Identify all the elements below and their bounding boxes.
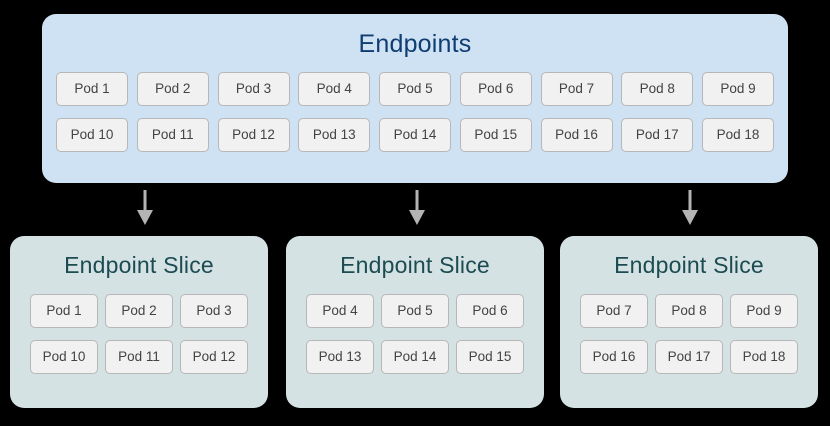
pod-chip[interactable]: Pod 8 (621, 72, 694, 106)
pod-chip[interactable]: Pod 2 (136, 72, 209, 106)
pod-chip[interactable]: Pod 1 (30, 294, 98, 328)
pod-chip[interactable]: Pod 12 (217, 118, 290, 152)
pod-chip[interactable]: Pod 9 (702, 72, 774, 106)
pod-chip[interactable]: Pod 18 (730, 340, 798, 374)
endpoints-title: Endpoints (358, 30, 472, 58)
pod-chip[interactable]: Pod 2 (105, 294, 173, 328)
pod-chip[interactable]: Pod 10 (56, 118, 128, 152)
slice-pod-row-2: Pod 16 Pod 17 Pod 18 (580, 340, 798, 374)
pod-chip[interactable]: Pod 10 (30, 340, 98, 374)
pod-chip[interactable]: Pod 12 (180, 340, 248, 374)
pod-chip[interactable]: Pod 15 (459, 118, 532, 152)
pod-chip[interactable]: Pod 14 (381, 340, 449, 374)
slice-pod-grid: Pod 7 Pod 8 Pod 9 Pod 16 Pod 17 Pod 18 (580, 294, 798, 374)
arrow-down-icon (133, 190, 157, 226)
pod-chip[interactable]: Pod 3 (217, 72, 290, 106)
pod-chip[interactable]: Pod 14 (379, 118, 451, 152)
pod-chip[interactable]: Pod 7 (580, 294, 648, 328)
arrow-down-icon (405, 190, 429, 226)
endpoint-slice-box-1: Endpoint Slice Pod 1 Pod 2 Pod 3 Pod 10 … (10, 236, 268, 408)
endpoint-slice-box-3: Endpoint Slice Pod 7 Pod 8 Pod 9 Pod 16 … (560, 236, 818, 408)
pod-chip[interactable]: Pod 6 (456, 294, 524, 328)
slice-pod-grid: Pod 4 Pod 5 Pod 6 Pod 13 Pod 14 Pod 15 (306, 294, 524, 374)
slice-pod-row-1: Pod 7 Pod 8 Pod 9 (580, 294, 798, 328)
endpoints-pod-grid: Pod 1 Pod 2 Pod 3 Pod 4 Pod 5 Pod 6 Pod … (56, 72, 774, 152)
slice-pod-row-2: Pod 10 Pod 11 Pod 12 (30, 340, 248, 374)
pod-chip[interactable]: Pod 13 (306, 340, 374, 374)
slice-pod-row-2: Pod 13 Pod 14 Pod 15 (306, 340, 524, 374)
endpoints-pod-row-1: Pod 1 Pod 2 Pod 3 Pod 4 Pod 5 Pod 6 Pod … (56, 72, 774, 106)
pod-chip[interactable]: Pod 11 (105, 340, 173, 374)
endpoints-pod-row-2: Pod 10 Pod 11 Pod 12 Pod 13 Pod 14 Pod 1… (56, 118, 774, 152)
pod-chip[interactable]: Pod 5 (381, 294, 449, 328)
pod-chip[interactable]: Pod 15 (456, 340, 524, 374)
pod-chip[interactable]: Pod 4 (306, 294, 374, 328)
pod-chip[interactable]: Pod 3 (180, 294, 248, 328)
pod-chip[interactable]: Pod 7 (540, 72, 613, 106)
endpoint-slice-title: Endpoint Slice (64, 252, 214, 278)
pod-chip[interactable]: Pod 17 (621, 118, 694, 152)
pod-chip[interactable]: Pod 13 (298, 118, 371, 152)
pod-chip[interactable]: Pod 16 (580, 340, 648, 374)
endpoint-slice-title: Endpoint Slice (340, 252, 490, 278)
pod-chip[interactable]: Pod 8 (655, 294, 723, 328)
endpoints-box: Endpoints Pod 1 Pod 2 Pod 3 Pod 4 Pod 5 … (42, 14, 788, 183)
slice-pod-row-1: Pod 1 Pod 2 Pod 3 (30, 294, 248, 328)
pod-chip[interactable]: Pod 9 (730, 294, 798, 328)
pod-chip[interactable]: Pod 6 (459, 72, 532, 106)
pod-chip[interactable]: Pod 18 (702, 118, 774, 152)
pod-chip[interactable]: Pod 5 (379, 72, 451, 106)
pod-chip[interactable]: Pod 4 (298, 72, 371, 106)
pod-chip[interactable]: Pod 1 (56, 72, 128, 106)
slice-pod-row-1: Pod 4 Pod 5 Pod 6 (306, 294, 524, 328)
arrow-down-icon (678, 190, 702, 226)
endpoint-slice-title: Endpoint Slice (614, 252, 764, 278)
slice-pod-grid: Pod 1 Pod 2 Pod 3 Pod 10 Pod 11 Pod 12 (30, 294, 248, 374)
pod-chip[interactable]: Pod 17 (655, 340, 723, 374)
endpoint-slice-box-2: Endpoint Slice Pod 4 Pod 5 Pod 6 Pod 13 … (286, 236, 544, 408)
pod-chip[interactable]: Pod 11 (136, 118, 209, 152)
pod-chip[interactable]: Pod 16 (540, 118, 613, 152)
